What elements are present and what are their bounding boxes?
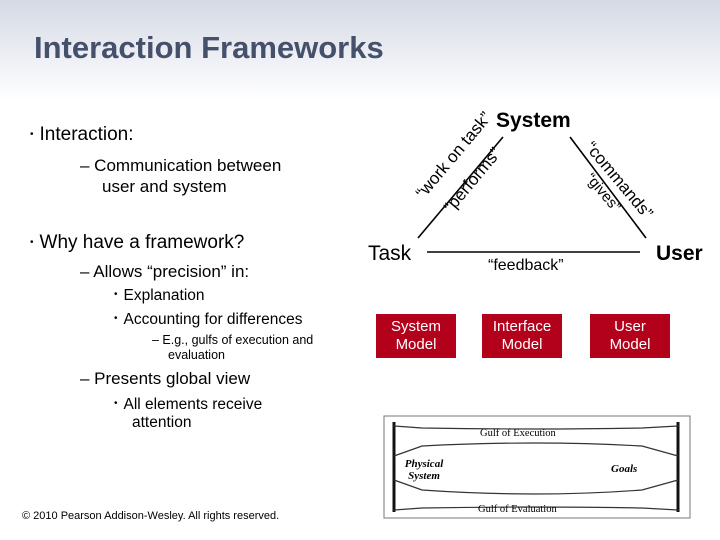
execution-upper-curve bbox=[393, 425, 679, 430]
evaluation-upper-curve bbox=[393, 479, 679, 495]
copyright-notice: © 2010 Pearson Addison-Wesley. All right… bbox=[22, 510, 280, 522]
gulf-diagram-shapes bbox=[383, 415, 691, 519]
gulf-of-execution-label: Gulf of Execution bbox=[480, 428, 556, 439]
sub-bullet-communication: – Communication between bbox=[80, 156, 282, 175]
sub-bullet-precision: – Allows “precision” in: bbox=[80, 262, 250, 281]
bullet-text: Why have a framework? bbox=[39, 232, 245, 253]
system-user-edge bbox=[569, 136, 647, 239]
goals-label: Goals bbox=[611, 463, 638, 475]
sub-sub-bullet-attention-cont: attention bbox=[132, 414, 192, 431]
bullet-dot: • bbox=[114, 313, 118, 324]
bullet-text: All elements receive bbox=[123, 396, 263, 413]
bullet-interaction: • Interaction: bbox=[30, 124, 134, 146]
user-label: User bbox=[656, 242, 703, 265]
physical-system-line1: Physical bbox=[404, 458, 444, 470]
gulf-of-evaluation-label: Gulf of Evaluation bbox=[478, 504, 557, 515]
execution-lower-curve bbox=[393, 442, 679, 457]
gulf-diagram-frame bbox=[383, 415, 691, 519]
physical-system-line2: System bbox=[408, 470, 440, 482]
example-gulfs: – E.g., gulfs of execution and bbox=[152, 333, 314, 347]
system-model-line2: Model bbox=[395, 336, 437, 353]
user-model-line1: User bbox=[614, 318, 646, 335]
sub-sub-bullet-explanation: • Explanation bbox=[114, 287, 205, 305]
bullet-text: Interaction: bbox=[39, 124, 134, 145]
interface-model-line2: Model bbox=[501, 336, 543, 353]
bullet-dot: • bbox=[30, 237, 34, 248]
bullet-text: Explanation bbox=[123, 287, 205, 304]
sub-bullet-global-view: – Presents global view bbox=[80, 369, 251, 388]
gulf-diagram: Gulf of Execution Gulf of Evaluation Phy… bbox=[382, 414, 692, 520]
interface-model-line1: Interface bbox=[492, 318, 552, 335]
sub-sub-bullet-attention: • All elements receive bbox=[114, 396, 262, 414]
example-gulfs-cont: evaluation bbox=[168, 348, 225, 362]
feedback-label: “feedback” bbox=[488, 257, 564, 274]
sub-bullet-communication-cont: user and system bbox=[102, 177, 227, 196]
system-model-line1: System bbox=[390, 318, 441, 335]
user-model-line2: Model bbox=[609, 336, 651, 353]
task-label: Task bbox=[368, 242, 412, 265]
slide-title: Interaction Frameworks bbox=[34, 30, 384, 65]
bullet-dot: • bbox=[114, 398, 118, 409]
evaluation-lower-curve bbox=[393, 506, 679, 511]
bullet-text: Accounting for differences bbox=[123, 311, 303, 328]
system-label: System bbox=[496, 109, 571, 132]
bullet-dot: • bbox=[30, 129, 34, 140]
bullet-dot: • bbox=[114, 289, 118, 300]
sub-sub-bullet-accounting: • Accounting for differences bbox=[114, 311, 302, 329]
bullet-why-framework: • Why have a framework? bbox=[30, 232, 244, 254]
system-task-edge bbox=[417, 136, 504, 239]
